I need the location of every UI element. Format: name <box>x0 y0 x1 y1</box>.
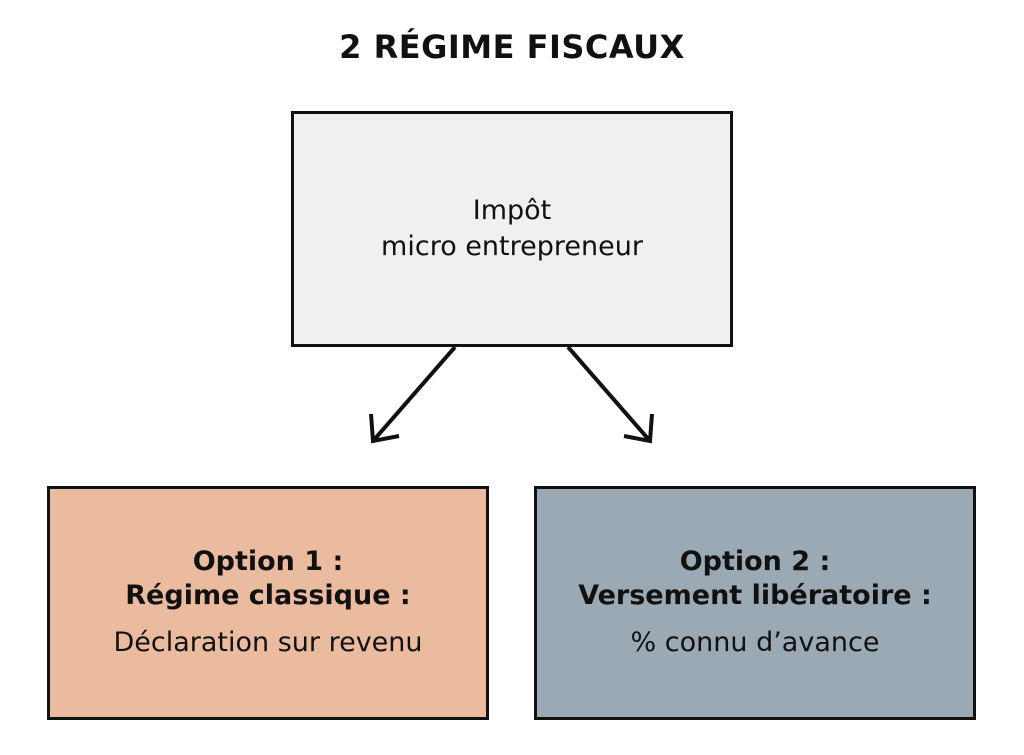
option1-heading2: Régime classique : <box>125 580 411 611</box>
option2-detail: % connu d’avance <box>630 627 880 658</box>
top-node-line1: Impôt <box>472 195 552 226</box>
option1-heading1: Option 1 : <box>192 546 344 577</box>
option2-heading2: Versement libératoire : <box>578 580 932 611</box>
option1-node: Option 1 : Régime classique : Déclaratio… <box>47 486 489 720</box>
option2-heading1: Option 2 : <box>679 546 831 577</box>
top-node: Impôt micro entrepreneur <box>291 111 733 347</box>
diagram-title: 2 RÉGIME FISCAUX <box>339 28 685 66</box>
option1-detail: Déclaration sur revenu <box>113 627 423 658</box>
arrow-to-option1 <box>369 345 457 444</box>
top-node-line2: micro entrepreneur <box>381 231 643 262</box>
option2-node: Option 2 : Versement libératoire : % con… <box>534 486 976 720</box>
arrow-to-option2 <box>566 345 654 444</box>
